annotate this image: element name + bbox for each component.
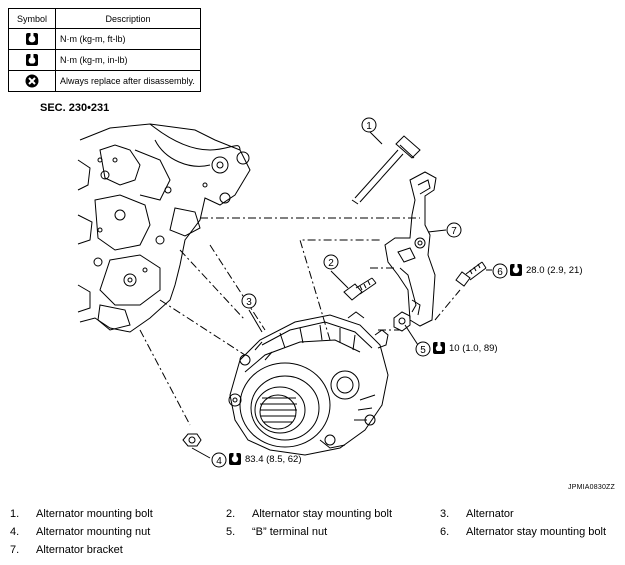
part-number: 5. xyxy=(226,526,236,538)
replace-cross-icon xyxy=(25,74,39,88)
exploded-diagram: 1 2 3 4 5 6 7 xyxy=(77,117,522,468)
part-name: Alternator mounting bolt xyxy=(36,508,153,520)
callout-5: 5 xyxy=(415,341,431,357)
part-name: Alternator stay mounting bolt xyxy=(466,526,607,538)
assembly-lines xyxy=(139,217,461,426)
part-number: 7. xyxy=(10,544,20,556)
legend-header-row: Symbol Description xyxy=(8,8,201,29)
callout-2: 2 xyxy=(323,254,339,270)
svg-text:5: 5 xyxy=(420,345,426,356)
torque-wrench-icon xyxy=(26,53,38,66)
figure-id: JPMIA0830ZZ xyxy=(568,484,615,491)
part-number: 4. xyxy=(10,526,20,538)
section-label: SEC. 230•231 xyxy=(40,102,110,114)
leader-lines xyxy=(191,131,492,459)
svg-text:6: 6 xyxy=(497,267,503,278)
callout-7: 7 xyxy=(446,222,462,238)
alternator-stay-mounting-bolt-2 xyxy=(343,277,377,301)
torque-icon-6 xyxy=(510,263,522,276)
b-terminal-nut xyxy=(393,311,411,332)
torque-value-4: 83.4 (8.5, 62) xyxy=(245,454,302,465)
torque-value-6: 28.0 (2.9, 21) xyxy=(526,265,583,276)
part-name: Alternator stay mounting bolt xyxy=(252,508,393,520)
alternator-bracket xyxy=(384,171,437,327)
svg-text:1: 1 xyxy=(366,121,372,132)
callout-3: 3 xyxy=(241,293,257,309)
svg-text:2: 2 xyxy=(328,258,334,269)
callout-4: 4 xyxy=(211,452,227,468)
alternator-mounting-bolt xyxy=(351,135,421,205)
svg-text:7: 7 xyxy=(451,226,457,237)
callout-6: 6 xyxy=(492,263,508,279)
legend-symbol-cell xyxy=(8,28,56,50)
svg-text:3: 3 xyxy=(246,297,252,308)
alternator xyxy=(228,311,389,456)
torque-value-5: 10 (1.0, 89) xyxy=(449,343,498,354)
alternator-stay-mounting-bolt-6 xyxy=(455,261,487,287)
callout-1: 1 xyxy=(361,117,377,133)
part-name: Alternator xyxy=(466,508,514,520)
legend-symbol-cell xyxy=(8,70,56,92)
part-number: 6. xyxy=(440,526,450,538)
part-name: Alternator bracket xyxy=(36,544,123,556)
torque-icon-4 xyxy=(229,452,241,465)
svg-text:4: 4 xyxy=(216,456,222,467)
part-number: 1. xyxy=(10,508,20,520)
engine-block xyxy=(77,123,251,333)
legend-row: Always replace after disassembly. xyxy=(8,70,201,92)
part-number: 2. xyxy=(226,508,236,520)
torque-wrench-icon xyxy=(26,32,38,45)
part-number: 3. xyxy=(440,508,450,520)
part-name: “B” terminal nut xyxy=(252,526,328,538)
alternator-mounting-nut xyxy=(182,433,202,447)
legend-description: Always replace after disassembly. xyxy=(55,70,201,92)
legend-table: Symbol Description N·m (kg-m, ft-lb) N·m… xyxy=(8,8,201,92)
torque-icon-5 xyxy=(433,341,445,354)
legend-row: N·m (kg-m, ft-lb) xyxy=(8,28,201,50)
part-name: Alternator mounting nut xyxy=(36,526,151,538)
